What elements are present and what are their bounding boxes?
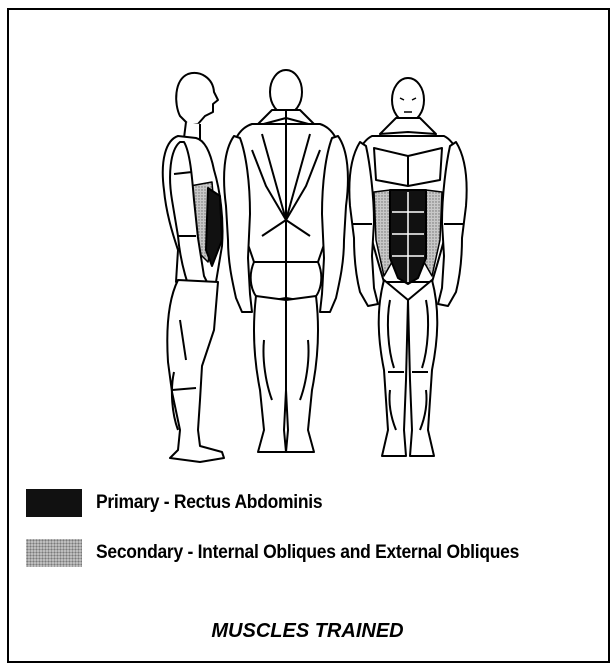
- muscle-figures: [0, 0, 615, 480]
- legend-secondary: Secondary - Internal Obliques and Extern…: [26, 539, 556, 567]
- primary-swatch: [26, 489, 82, 517]
- front-view-figure: [349, 78, 466, 456]
- secondary-label: Secondary - Internal Obliques and Extern…: [96, 542, 519, 564]
- side-view-figure: [163, 73, 224, 462]
- secondary-swatch: [26, 539, 82, 567]
- primary-label: Primary - Rectus Abdominis: [96, 492, 322, 514]
- caption: MUSCLES TRAINED: [0, 620, 615, 643]
- legend-primary: Primary - Rectus Abdominis: [26, 489, 342, 517]
- back-view-figure: [224, 70, 348, 452]
